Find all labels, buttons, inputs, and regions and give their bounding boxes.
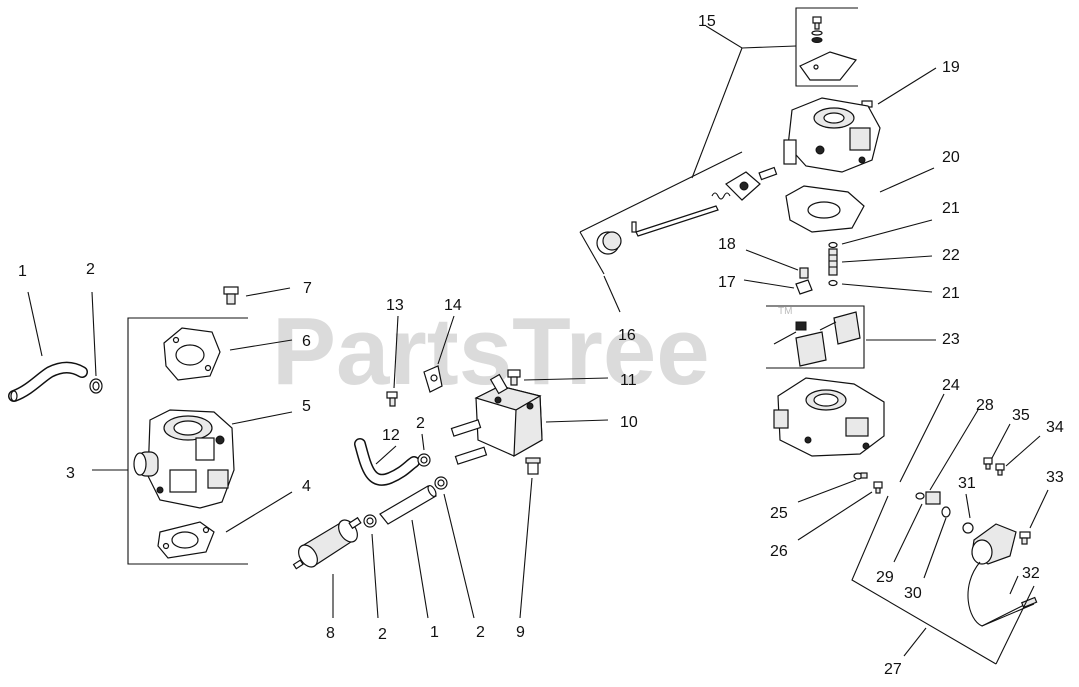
part-hose-clamp-upper[interactable] <box>89 378 103 394</box>
part-27-bracket <box>851 495 1035 665</box>
part-carburetor-upper-body[interactable] <box>783 97 881 173</box>
callout-14: 14 <box>444 297 462 314</box>
part-15-kit[interactable] <box>799 16 858 81</box>
callout-1-straight-hose: 1 <box>430 624 439 641</box>
callout-31: 31 <box>958 475 976 492</box>
part-fuel-hose-curved[interactable] <box>354 438 420 486</box>
part-carburetor-lower-body[interactable] <box>773 377 885 457</box>
callout-22: 22 <box>942 247 960 264</box>
part-28[interactable] <box>915 491 951 518</box>
callout-33: 33 <box>1046 469 1064 486</box>
part-hose-clamp-filter[interactable] <box>363 514 377 528</box>
callout-6: 6 <box>302 333 311 350</box>
callout-2-curved-clamp: 2 <box>416 415 425 432</box>
callout-17: 17 <box>718 274 736 291</box>
callout-labels: 1 2 3 4 5 6 7 8 2 1 2 9 10 11 12 2 13 14… <box>18 13 1064 678</box>
part-needle-valve-22[interactable] <box>828 248 838 276</box>
part-lever[interactable] <box>725 171 761 201</box>
callout-5: 5 <box>302 398 311 415</box>
part-o-ring-31[interactable] <box>962 522 974 534</box>
part-gasket-upper[interactable] <box>163 327 221 381</box>
part-o-ring-21-lower[interactable] <box>828 279 838 287</box>
part-float-23[interactable] <box>773 311 861 367</box>
callout-21-lower: 21 <box>942 285 960 302</box>
callout-1-hose: 1 <box>18 263 27 280</box>
carburetor-assembly-bracket <box>92 317 248 565</box>
callout-2-filter-clamp: 2 <box>378 626 387 643</box>
part-fuel-pump[interactable] <box>450 373 543 465</box>
part-cap-16[interactable] <box>596 231 622 255</box>
callout-28: 28 <box>976 397 994 414</box>
part-hose-clamp-straight[interactable] <box>434 476 448 490</box>
callout-24: 24 <box>942 377 960 394</box>
callout-13: 13 <box>386 297 404 314</box>
callout-30: 30 <box>904 585 922 602</box>
watermark: PartsTree <box>272 298 710 405</box>
part-gasket-lower[interactable] <box>157 521 215 559</box>
part-16-bracket <box>579 151 743 275</box>
part-18[interactable] <box>799 267 809 279</box>
part-fitting-9[interactable] <box>525 457 541 475</box>
part-spring[interactable] <box>711 192 731 200</box>
callout-23: 23 <box>942 331 960 348</box>
part-screw-33[interactable] <box>1019 531 1031 545</box>
watermark-trademark: TM <box>778 306 792 317</box>
callout-29: 29 <box>876 569 894 586</box>
callout-26: 26 <box>770 543 788 560</box>
callout-19: 19 <box>942 59 960 76</box>
callout-8: 8 <box>326 625 335 642</box>
part-screw-34[interactable] <box>995 463 1005 476</box>
callout-25: 25 <box>770 505 788 522</box>
part-clip-14[interactable] <box>423 365 443 393</box>
part-screw-7[interactable] <box>223 286 239 305</box>
part-15-kit-bracket <box>795 7 858 87</box>
part-throttle-shaft[interactable] <box>631 205 719 237</box>
part-24[interactable] <box>873 481 883 494</box>
part-fuel-filter[interactable] <box>292 516 362 571</box>
part-solenoid-32[interactable] <box>967 523 1038 627</box>
leader-lines <box>27 25 1049 657</box>
part-hose-clamp-curved[interactable] <box>417 453 431 467</box>
callout-11: 11 <box>620 372 637 389</box>
callout-35: 35 <box>1012 407 1030 424</box>
part-fuel-hose-straight[interactable] <box>379 484 438 525</box>
callout-34: 34 <box>1046 419 1064 436</box>
part-o-ring-21-upper[interactable] <box>828 241 838 249</box>
callout-2-straight-clamp: 2 <box>476 624 485 641</box>
part-23-bracket <box>766 305 865 369</box>
callout-10: 10 <box>620 414 638 431</box>
callout-32: 32 <box>1022 565 1040 582</box>
callout-27: 27 <box>884 661 902 678</box>
part-screw-13[interactable] <box>386 391 398 407</box>
callout-16: 16 <box>618 327 636 344</box>
callout-3: 3 <box>66 465 75 482</box>
callout-18: 18 <box>718 236 736 253</box>
part-screw-35[interactable] <box>983 457 993 470</box>
part-25[interactable] <box>853 472 868 480</box>
callout-9: 9 <box>516 624 525 641</box>
part-gasket-20[interactable] <box>785 185 865 233</box>
callout-20: 20 <box>942 149 960 166</box>
part-17[interactable] <box>795 279 813 295</box>
callout-2-clamp: 2 <box>86 261 95 278</box>
callout-7: 7 <box>303 280 312 297</box>
callout-4: 4 <box>302 478 311 495</box>
part-pin[interactable] <box>758 166 778 181</box>
callout-15: 15 <box>698 13 716 30</box>
part-carburetor[interactable] <box>133 409 235 509</box>
callout-21-upper: 21 <box>942 200 960 217</box>
callout-12: 12 <box>382 427 400 444</box>
part-fuel-hose-upper[interactable] <box>8 361 88 402</box>
part-screw-11[interactable] <box>507 369 521 386</box>
